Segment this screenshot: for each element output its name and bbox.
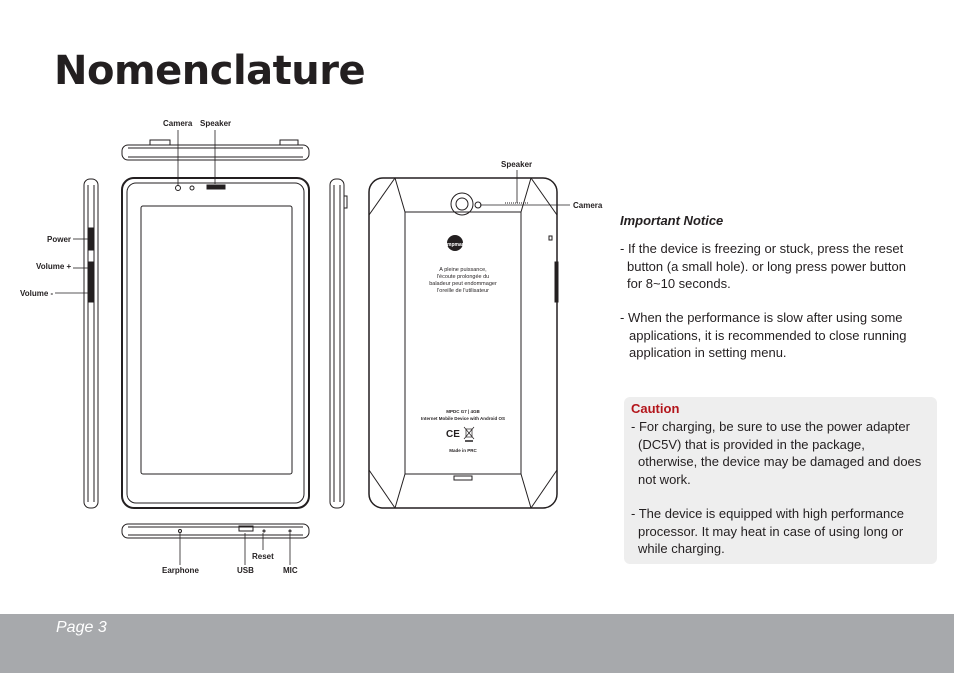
notice-line: applications, it is recommended to close…	[629, 327, 907, 343]
label-volume-plus: Volume +	[36, 262, 72, 271]
label-reset: Reset	[252, 552, 274, 561]
brand-logo-text: mpman	[447, 242, 465, 248]
important-notice-heading: Important Notice	[620, 213, 724, 228]
weee-bin-icon	[463, 426, 475, 442]
warning-line-2: l'écoute prolongée du	[437, 274, 489, 280]
caution-line: not work.	[638, 471, 691, 487]
caution-line: (DC5V) that is provided in the package,	[638, 436, 865, 452]
notice-line: - If the device is freezing or stuck, pr…	[620, 241, 904, 256]
label-camera-back: Camera	[573, 201, 603, 210]
made-in: Made in PRC	[449, 448, 477, 453]
model-description: Internet Mobile Device with Android OS	[421, 416, 505, 421]
label-usb: USB	[237, 566, 254, 575]
label-mic: MIC	[283, 566, 298, 575]
label-speaker-back: Speaker	[501, 160, 533, 169]
caution-box	[624, 397, 937, 564]
label-camera-top: Camera	[163, 119, 193, 128]
warning-line-1: A pleine puissance,	[439, 267, 487, 273]
caution-line: processor. It may heat in case of using …	[638, 523, 904, 539]
page-number: Page 3	[56, 619, 107, 636]
notice-line: - When the performance is slow after usi…	[620, 310, 903, 325]
device-top-edge	[121, 139, 310, 161]
label-volume-minus: Volume -	[20, 289, 54, 298]
notice-line: application in setting menu.	[629, 345, 787, 360]
caution-line: while charging.	[638, 541, 725, 556]
warning-line-4: l'oreille de l'utilisateur	[437, 288, 489, 294]
label-power: Power	[47, 235, 72, 244]
device-front	[121, 177, 310, 509]
model-name: MPDC G7 | 4GB	[446, 409, 480, 414]
label-earphone: Earphone	[162, 566, 199, 575]
page-footer	[0, 614, 954, 673]
notice-line: button (a small hole). or long press pow…	[627, 258, 906, 274]
label-speaker-top: Speaker	[200, 119, 232, 128]
warning-line-3: baladeur peut endommager	[429, 281, 497, 287]
device-left-edge	[83, 178, 99, 509]
device-right-edge	[329, 178, 348, 509]
caution-heading: Caution	[631, 401, 680, 416]
ce-mark: CE	[446, 429, 460, 440]
page-title: Nomenclature	[54, 48, 366, 94]
notice-line: for 8~10 seconds.	[627, 276, 731, 291]
caution-line: - The device is equipped with high perfo…	[631, 506, 904, 521]
device-bottom-edge	[121, 523, 310, 539]
leader-lines	[55, 130, 570, 565]
device-back	[368, 177, 559, 509]
caution-line: - For charging, be sure to use the power…	[631, 419, 910, 434]
caution-line: otherwise, the device may be damaged and…	[638, 454, 922, 469]
